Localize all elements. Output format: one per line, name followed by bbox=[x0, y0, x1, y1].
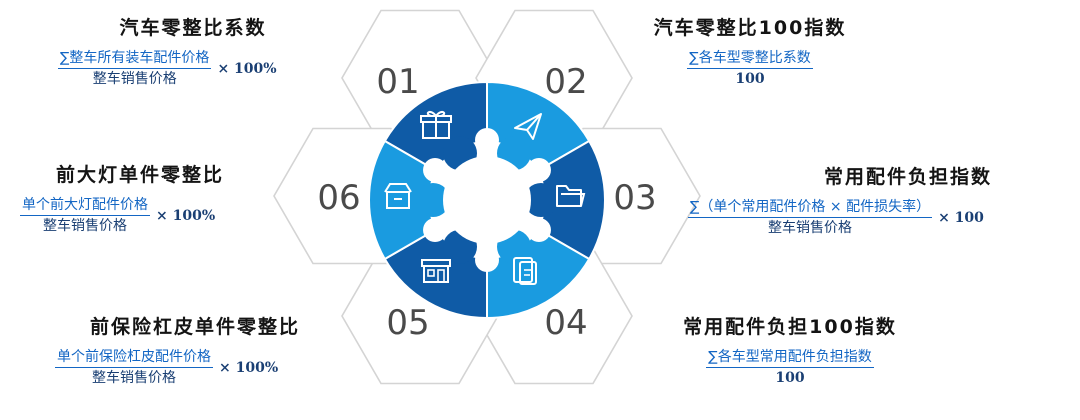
formula-06: 前大灯单件零整比 单个前大灯配件价格 整车销售价格 × 100% bbox=[20, 160, 260, 236]
formula-title: 前保险杠皮单件零整比 bbox=[89, 316, 300, 338]
fraction: ∑（单个常用配件价格 × 配件损失率） 整车销售价格 bbox=[688, 197, 933, 238]
formula-title: 常用配件负担指数 bbox=[823, 166, 992, 188]
formula-title: 前大灯单件零整比 bbox=[55, 164, 224, 186]
segment-icon-group bbox=[384, 110, 586, 285]
segment-number-02: 02 bbox=[544, 62, 588, 102]
segment-number-01: 01 bbox=[376, 62, 420, 102]
segment-number-04: 04 bbox=[544, 303, 588, 343]
puzzle-notch bbox=[526, 158, 551, 182]
numerator: 单个前大灯配件价格 bbox=[20, 195, 150, 216]
multiplier: × 100% bbox=[217, 60, 277, 77]
multiplier: × 100% bbox=[219, 359, 279, 376]
fraction: ∑各车型常用配件负担指数 100 bbox=[706, 347, 874, 388]
puzzle-knob-06 bbox=[416, 183, 450, 217]
formula-04: 常用配件负担100指数 ∑各车型常用配件负担指数 100 bbox=[660, 312, 920, 388]
folder-icon bbox=[556, 185, 586, 207]
segment-number-06: 06 bbox=[317, 178, 361, 218]
formula-03: 常用配件负担指数 ∑（单个常用配件价格 × 配件损失率） 整车销售价格 × 10… bbox=[688, 162, 1068, 238]
segment-number-03: 03 bbox=[613, 178, 657, 218]
formula-title: 常用配件负担100指数 bbox=[683, 316, 897, 338]
gift-icon bbox=[420, 110, 452, 139]
puzzle-notch bbox=[475, 128, 499, 152]
puzzle-knob-03 bbox=[524, 183, 558, 217]
puzzle-ring bbox=[368, 80, 606, 320]
puzzle-notch bbox=[423, 218, 448, 242]
formula-05: 前保险杠皮单件零整比 单个前保险杠皮配件价格 整车销售价格 × 100% bbox=[55, 312, 335, 388]
center-hub bbox=[443, 156, 531, 244]
formula-expression: 单个前大灯配件价格 整车销售价格 × 100% bbox=[20, 195, 260, 236]
numerator: ∑各车型零整比系数 bbox=[687, 48, 813, 69]
puzzle-notch bbox=[423, 158, 448, 182]
clipboard-icon bbox=[513, 257, 537, 285]
denominator: 整车销售价格 bbox=[92, 71, 177, 87]
formula-02: 汽车零整比100指数 ∑各车型零整比系数 100 bbox=[640, 13, 860, 89]
denominator: 整车销售价格 bbox=[43, 218, 127, 234]
package-box-icon bbox=[384, 183, 412, 209]
fraction: 单个前大灯配件价格 整车销售价格 bbox=[20, 195, 150, 236]
denominator: 整车销售价格 bbox=[92, 370, 176, 386]
formula-expression: ∑（单个常用配件价格 × 配件损失率） 整车销售价格 × 100 bbox=[688, 197, 1068, 238]
segment-number-05: 05 bbox=[386, 303, 430, 343]
paper-plane-icon bbox=[514, 113, 542, 140]
denominator: 100 bbox=[735, 71, 765, 87]
numerator: ∑整车所有装车配件价格 bbox=[58, 48, 212, 69]
fraction: ∑各车型零整比系数 100 bbox=[687, 48, 813, 89]
formula-01: 汽车零整比系数 ∑整车所有装车配件价格 整车销售价格 × 100% bbox=[58, 13, 328, 89]
formula-expression: ∑整车所有装车配件价格 整车销售价格 × 100% bbox=[58, 48, 328, 89]
numerator: 单个前保险杠皮配件价格 bbox=[55, 347, 213, 368]
formula-expression: 单个前保险杠皮配件价格 整车销售价格 × 100% bbox=[55, 347, 335, 388]
formula-expression: ∑各车型零整比系数 100 bbox=[640, 48, 860, 89]
formula-expression: ∑各车型常用配件负担指数 100 bbox=[660, 347, 920, 388]
formula-title: 汽车零整比100指数 bbox=[653, 17, 847, 39]
formula-title: 汽车零整比系数 bbox=[119, 17, 267, 39]
storefront-icon bbox=[421, 259, 451, 283]
fraction: 单个前保险杠皮配件价格 整车销售价格 bbox=[55, 347, 213, 388]
numerator: ∑各车型常用配件负担指数 bbox=[706, 347, 874, 368]
fraction: ∑整车所有装车配件价格 整车销售价格 bbox=[58, 48, 212, 89]
denominator: 整车销售价格 bbox=[768, 220, 853, 236]
multiplier: × 100 bbox=[938, 209, 984, 226]
denominator: 100 bbox=[775, 370, 805, 386]
puzzle-notch bbox=[475, 248, 499, 272]
numerator: ∑（单个常用配件价格 × 配件损失率） bbox=[688, 197, 933, 218]
puzzle-notch bbox=[526, 218, 551, 242]
multiplier: × 100% bbox=[156, 207, 216, 224]
